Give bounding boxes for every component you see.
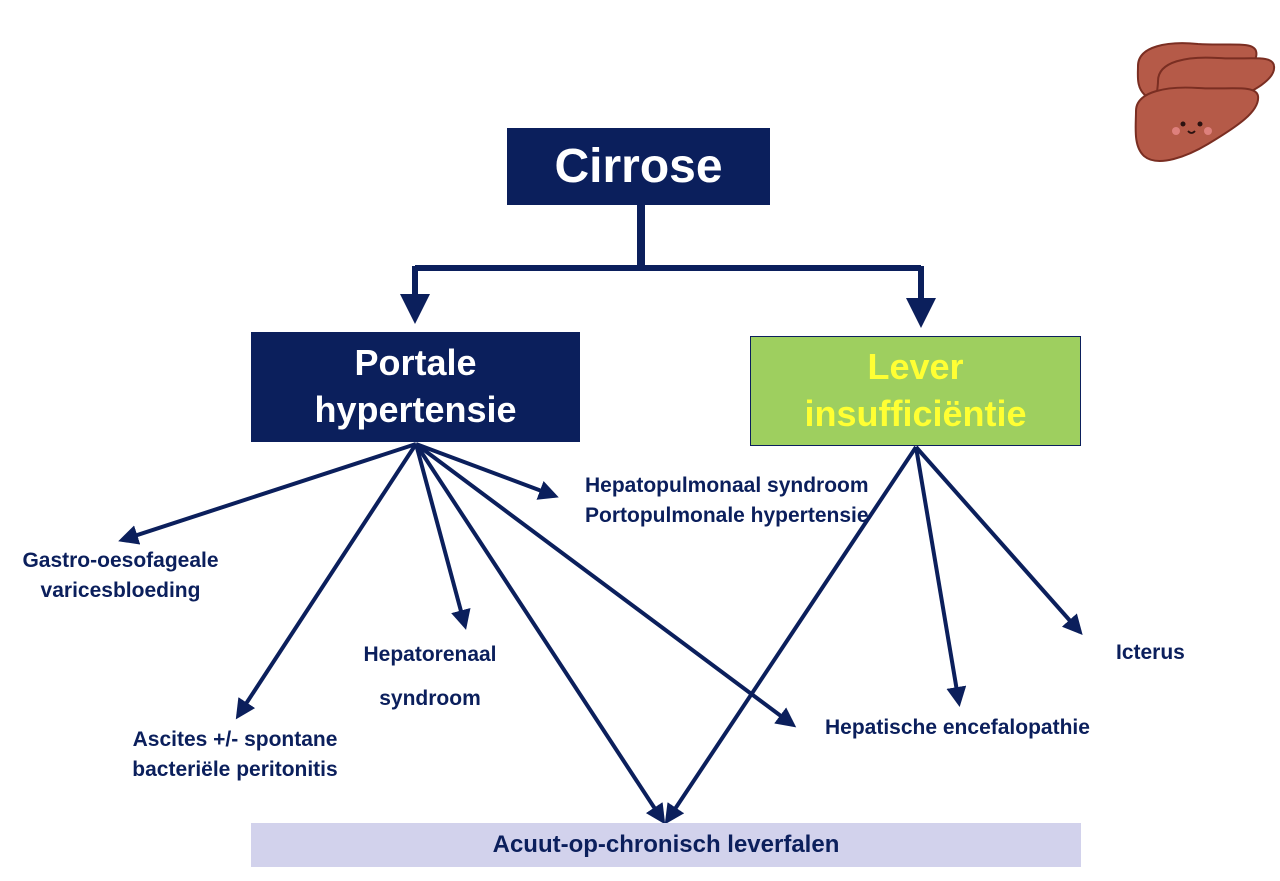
portal-label-line1: Portale xyxy=(354,342,477,384)
hepatorenal-line1: Hepatorenaal xyxy=(363,643,497,666)
portopulmonary-line2: Portopulmonale hypertensie xyxy=(585,504,869,527)
icterus-label: Icterus xyxy=(1116,641,1185,664)
portal-label-line2: hypertensie xyxy=(314,389,517,430)
liver-insufficiency-box: Lever insufficiëntie xyxy=(750,336,1081,446)
root-connector xyxy=(400,205,936,328)
liver-arrows xyxy=(664,445,1083,825)
gastro-line2: varicesbloeding xyxy=(40,579,201,602)
portal-arrows xyxy=(118,442,797,825)
liver-label-line1: Lever xyxy=(867,346,964,388)
aclf-box: Acuut-op-chronisch leverfalen xyxy=(251,823,1081,867)
ascites-line2: bacteriële peritonitis xyxy=(132,758,338,781)
hepatopulmonary-line1: Hepatopulmonaal syndroom xyxy=(585,474,869,497)
liver-icon xyxy=(1134,42,1276,162)
hepatorenal-label: Hepatorenaal syndroom xyxy=(355,633,505,721)
hepatopulmonary-label: Hepatopulmonaal syndroom Portopulmonale … xyxy=(585,471,869,531)
cirrose-box: Cirrose xyxy=(507,128,770,205)
ascites-line1: Ascites +/- spontane xyxy=(132,728,338,751)
ascites-label: Ascites +/- spontane bacteriële peritoni… xyxy=(120,725,350,785)
encephalopathy-label: Hepatische encefalopathie xyxy=(825,716,1090,739)
gastro-line1: Gastro-oesofageale xyxy=(22,549,219,572)
aclf-label: Acuut-op-chronisch leverfalen xyxy=(492,831,840,858)
gastro-label: Gastro-oesofageale varicesbloeding xyxy=(18,546,223,606)
cirrose-label: Cirrose xyxy=(554,140,723,193)
portal-hypertension-box: Portale hypertensie xyxy=(251,332,580,442)
hepatorenal-line2: syndroom xyxy=(379,687,481,710)
liver-label-line2: insufficiëntie xyxy=(804,393,1027,434)
